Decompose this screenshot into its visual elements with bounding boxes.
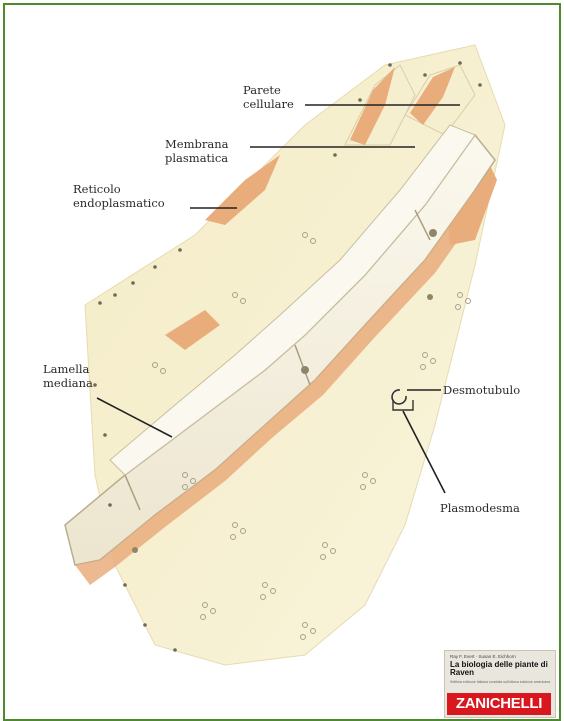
label-parete-cellulare: Parete cellulare xyxy=(243,83,294,111)
label-desmotubulo: Desmotubulo xyxy=(443,383,520,397)
book-title: La biologia delle piante di Raven xyxy=(450,661,550,677)
book-cover-logo: Ray F. Evert · Susan E. Eichhorn La biol… xyxy=(444,650,556,718)
book-authors: Ray F. Evert · Susan E. Eichhorn xyxy=(450,654,516,659)
desmotubule-channel-2 xyxy=(429,229,437,237)
label-lamella-mediana: Lamella mediana xyxy=(43,362,93,390)
figure-frame: Parete cellulare Membrana plasmatica Ret… xyxy=(3,3,561,721)
label-reticolo-endoplasmatico: Reticolo endoplasmatico xyxy=(73,182,165,210)
desmotubule-channel-1 xyxy=(301,366,309,374)
publisher-logo: ZANICHELLI xyxy=(447,693,551,715)
book-subtitle: Settima edizione italiana condotta sull'… xyxy=(450,680,550,684)
desmotubule-channel-3 xyxy=(427,294,433,300)
label-plasmodesma: Plasmodesma xyxy=(440,501,520,515)
desmotubule-channel-4 xyxy=(132,547,138,553)
label-membrana-plasmatica: Membrana plasmatica xyxy=(165,137,228,165)
